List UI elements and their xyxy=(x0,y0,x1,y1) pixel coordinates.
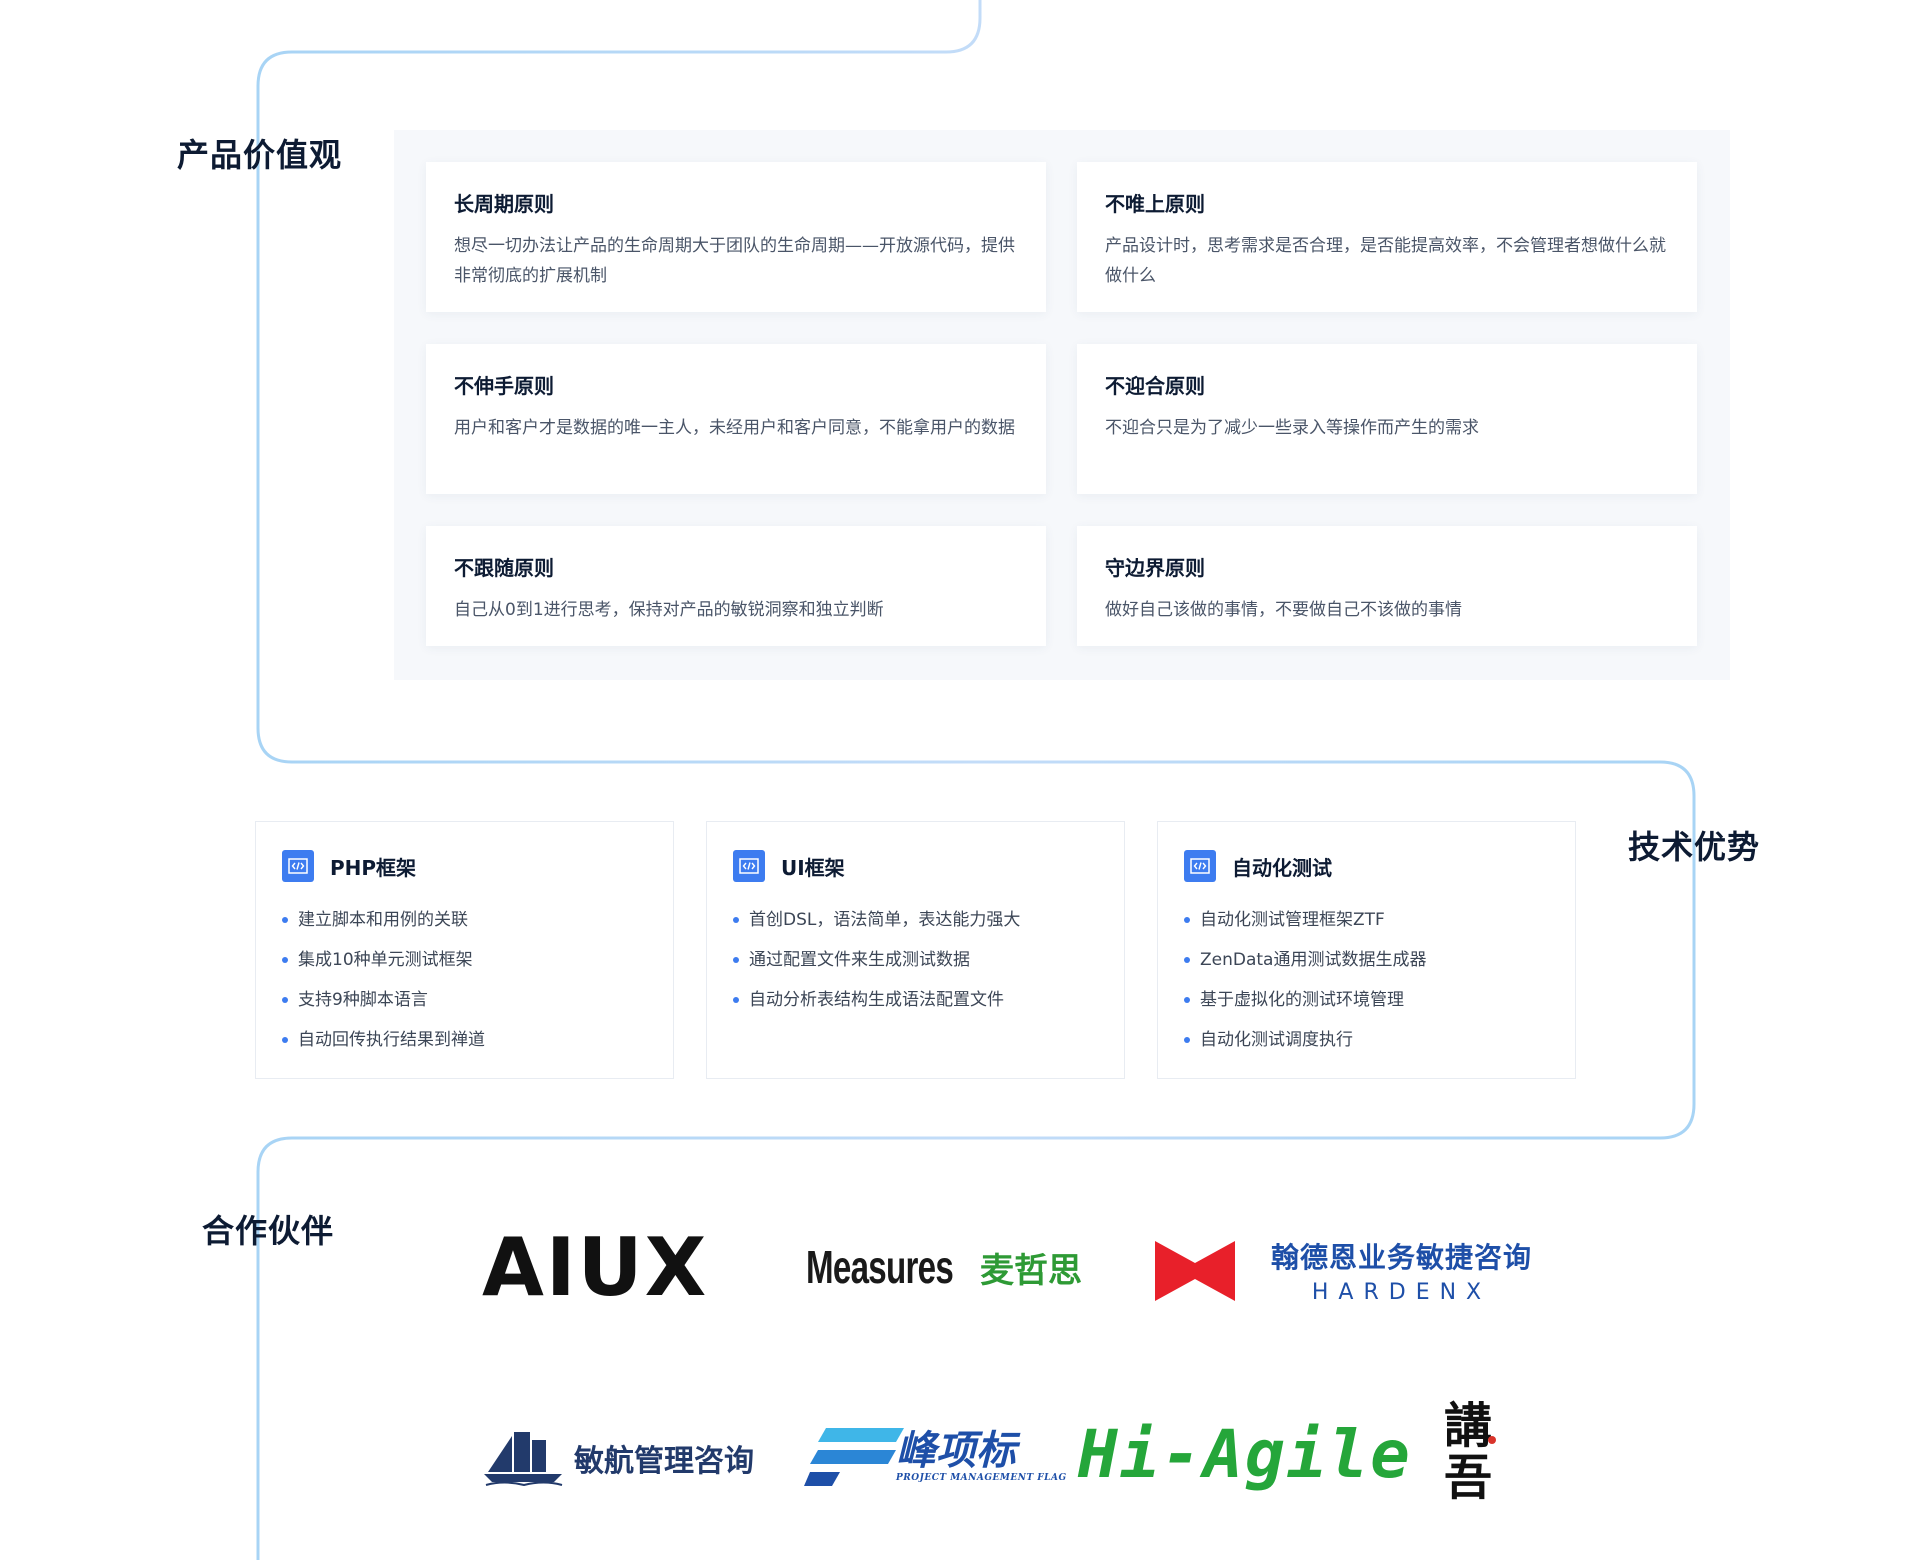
tech-card-ui: UI框架 首创DSL，语法简单，表达能力强大 通过配置文件来生成测试数据 自动分… xyxy=(706,821,1125,1079)
partner-hardenx-logo: 翰德恩业务敏捷咨询 HARDENX xyxy=(1155,1236,1532,1305)
partner-hiagile-logo: Hi-Agile xyxy=(1078,1416,1412,1493)
list-item: 支持9种脚本语言 xyxy=(282,980,647,1020)
minhang-ship-icon xyxy=(484,1432,563,1486)
list-item: 基于虚拟化的测试环境管理 xyxy=(1184,980,1549,1020)
tech-title: UI框架 xyxy=(781,855,845,880)
partners-section-title: 合作伙伴 xyxy=(202,1212,335,1250)
code-icon xyxy=(282,850,314,882)
code-icon xyxy=(733,850,765,882)
tech-title: 自动化测试 xyxy=(1232,855,1332,880)
value-title: 长周期原则 xyxy=(454,192,554,216)
partner-aiux-logo: AIUX xyxy=(482,1221,709,1314)
value-desc: 产品设计时，思考需求是否合理，是否能提高效率，不会管理者想做什么就做什么 xyxy=(1105,236,1666,286)
value-card: 守边界原则 做好自己该做的事情，不要做自己不该做的事情 xyxy=(1077,526,1697,646)
value-desc: 做好自己该做的事情，不要做自己不该做的事情 xyxy=(1105,600,1462,620)
list-item: 通过配置文件来生成测试数据 xyxy=(733,940,1098,980)
value-desc: 不迎合只是为了减少一些录入等操作而产生的需求 xyxy=(1105,418,1479,438)
partner-fengxiang-logo: 峰项标 PROJECT MANAGEMENT FLAG xyxy=(804,1422,1067,1490)
tech-section-title: 技术优势 xyxy=(1628,828,1761,866)
value-title: 不唯上原则 xyxy=(1105,192,1205,216)
value-card: 长周期原则 想尽一切办法让产品的生命周期大于团队的生命周期——开放源代码，提供非… xyxy=(426,162,1046,312)
fengxiang-flag-icon xyxy=(804,1428,904,1486)
value-card: 不迎合原则 不迎合只是为了减少一些录入等操作而产生的需求 xyxy=(1077,344,1697,494)
code-icon xyxy=(1184,850,1216,882)
list-item: 建立脚本和用例的关联 xyxy=(282,900,647,940)
list-item: 首创DSL，语法简单，表达能力强大 xyxy=(733,900,1098,940)
tech-title: PHP框架 xyxy=(330,855,417,880)
value-card: 不唯上原则 产品设计时，思考需求是否合理，是否能提高效率，不会管理者想做什么就做… xyxy=(1077,162,1697,312)
list-item: 自动化测试调度执行 xyxy=(1184,1020,1549,1060)
list-item: ZenData通用测试数据生成器 xyxy=(1184,940,1549,980)
value-desc: 自己从0到1进行思考，保持对产品的敏锐洞察和独立判断 xyxy=(454,600,884,620)
value-card: 不跟随原则 自己从0到1进行思考，保持对产品的敏锐洞察和独立判断 xyxy=(426,526,1046,646)
list-item: 集成10种单元测试框架 xyxy=(282,940,647,980)
value-card: 不伸手原则 用户和客户才是数据的唯一主人，未经用户和客户同意，不能拿用户的数据 xyxy=(426,344,1046,494)
seal-icon xyxy=(1488,1436,1496,1444)
list-item: 自动分析表结构生成语法配置文件 xyxy=(733,980,1098,1020)
value-desc: 想尽一切办法让产品的生命周期大于团队的生命周期——开放源代码，提供非常彻底的扩展… xyxy=(454,236,1015,286)
partner-jiangwu-logo: 講 吾 xyxy=(1430,1400,1506,1504)
value-desc: 用户和客户才是数据的唯一主人，未经用户和客户同意，不能拿用户的数据 xyxy=(454,418,1015,438)
tech-card-automation: 自动化测试 自动化测试管理框架ZTF ZenData通用测试数据生成器 基于虚拟… xyxy=(1157,821,1576,1079)
partner-minhang-logo: 敏航管理咨询 xyxy=(484,1428,754,1486)
values-section-title: 产品价值观 xyxy=(177,136,343,174)
value-title: 不伸手原则 xyxy=(454,374,554,398)
hardenx-mark-icon xyxy=(1155,1240,1235,1301)
value-title: 不跟随原则 xyxy=(454,556,554,580)
value-title: 不迎合原则 xyxy=(1105,374,1205,398)
value-title: 守边界原则 xyxy=(1105,556,1205,580)
tech-card-php: PHP框架 建立脚本和用例的关联 集成10种单元测试框架 支持9种脚本语言 自动… xyxy=(255,821,674,1079)
list-item: 自动回传执行结果到禅道 xyxy=(282,1020,647,1060)
partner-measures-logo: Measures 麦哲思 xyxy=(806,1241,1082,1293)
list-item: 自动化测试管理框架ZTF xyxy=(1184,900,1549,940)
